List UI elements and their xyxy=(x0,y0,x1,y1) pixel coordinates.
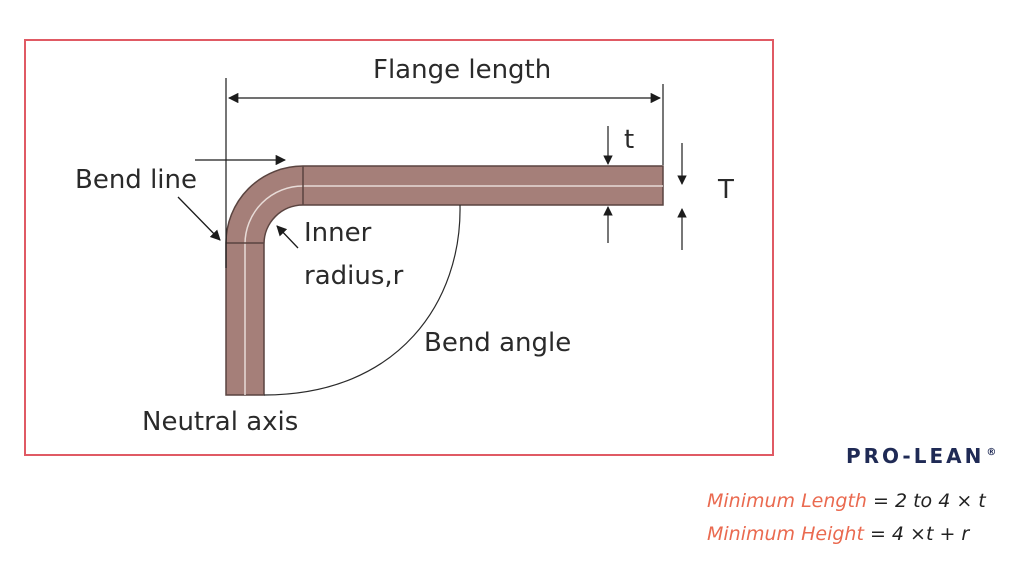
formula-minimum-length: Minimum Length = 2 to 4 × t xyxy=(707,490,986,512)
thickness-t-label: t xyxy=(624,125,634,155)
sheet-metal-part xyxy=(225,165,664,396)
neutral-axis-line xyxy=(244,185,663,395)
neutral-axis-label: Neutral axis xyxy=(142,407,298,437)
thickness-T-label: T xyxy=(717,175,734,205)
bend-angle-arc xyxy=(263,204,461,396)
brand-logo: PRO-LEAN® xyxy=(846,444,997,468)
inner-radius-label-line1: Inner xyxy=(304,218,372,248)
flange-length-label: Flange length xyxy=(373,55,551,85)
inner-radius-arrow xyxy=(276,225,299,249)
bend-line-arrow-bottom xyxy=(177,196,221,241)
inner-radius-label-line2: radius,r xyxy=(304,261,404,291)
diagram-frame xyxy=(24,39,774,456)
bend-angle-label: Bend angle xyxy=(424,328,571,358)
bend-line-label: Bend line xyxy=(75,165,197,195)
formula-minimum-height: Minimum Height = 4 ×t + r xyxy=(707,523,970,545)
